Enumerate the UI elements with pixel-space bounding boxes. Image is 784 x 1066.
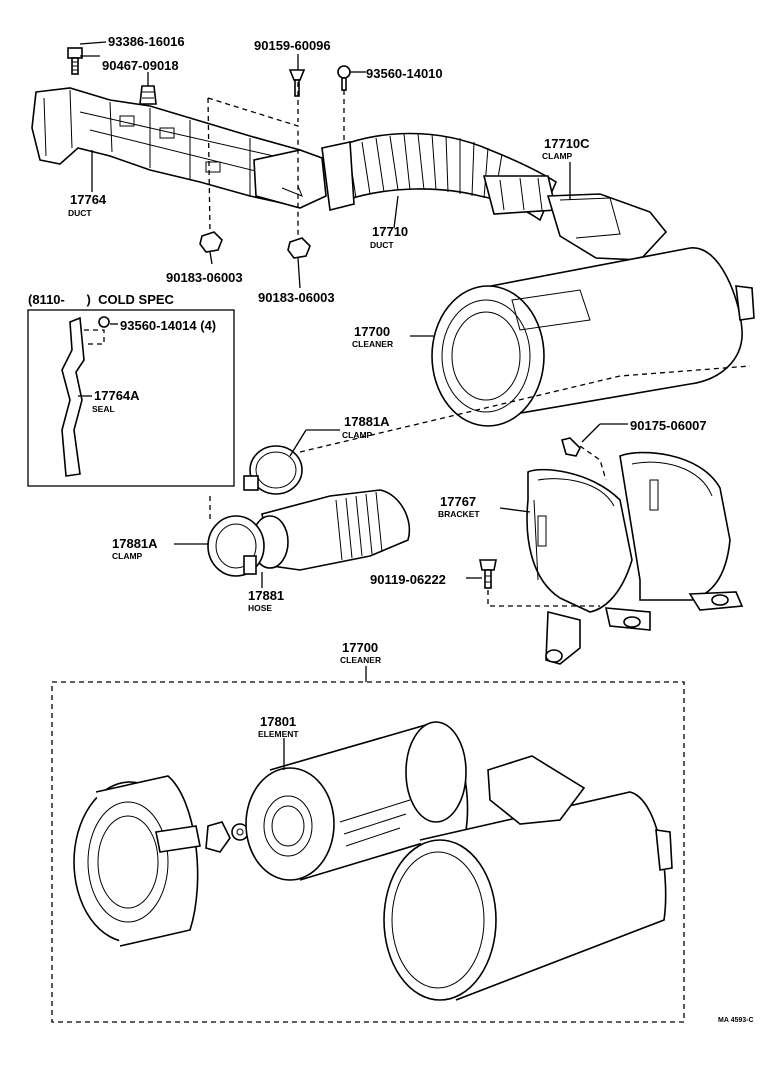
label-93386-16016: 93386-16016 [108, 34, 185, 49]
leaders-top [79, 41, 571, 337]
label-93560-14014: 93560-14014 (4) [120, 318, 216, 333]
clamp-17710c-drawing [546, 193, 668, 261]
leader-dash-g [579, 445, 607, 481]
label-17700: 17700 [354, 324, 390, 339]
label-17881-name: HOSE [248, 603, 272, 613]
duct-17764-drawing [31, 87, 327, 209]
element-17801-drawing [245, 721, 469, 881]
screw-93560-drawing [337, 65, 351, 91]
wing-nut-90175-drawing [561, 437, 581, 457]
label-93560-14010: 93560-14010 [366, 66, 443, 81]
bolt-90119-drawing [479, 559, 497, 589]
clamp-17881a-upper-drawing [243, 445, 303, 495]
label-17881a-upper-name: CLAMP [342, 430, 373, 440]
leader-dash-e [299, 365, 751, 453]
cleaner-17700-drawing [431, 247, 755, 427]
label-cold-spec: (8110- ) COLD SPEC [28, 292, 175, 307]
bolt-90467-drawing [139, 85, 157, 105]
label-90467-09018: 90467-09018 [102, 58, 179, 73]
leader-dash-b [207, 97, 299, 238]
label-90183-06003-a: 90183-06003 [166, 270, 243, 285]
cold-spec-box [27, 309, 235, 487]
wing-nut-lower-drawing [205, 821, 249, 853]
screw-90159-drawing [288, 69, 306, 97]
label-17764: 17764 [70, 192, 107, 207]
label-90159-60096: 90159-60096 [254, 38, 331, 53]
label-17801-name: ELEMENT [258, 729, 299, 739]
label-17764a-name: SEAL [92, 404, 115, 414]
label-17710: 17710 [372, 224, 408, 239]
label-17710c-name: CLAMP [542, 151, 573, 161]
leader-dash-a [207, 97, 211, 233]
label-17764-name: DUCT [68, 208, 92, 218]
label-17881a-lower: 17881A [112, 536, 158, 551]
label-17767-name: BRACKET [438, 509, 480, 519]
nut-90183-a-drawing [199, 231, 223, 253]
label-17767: 17767 [440, 494, 476, 509]
label-17710-name: DUCT [370, 240, 394, 250]
label-90119-06222: 90119-06222 [370, 572, 446, 587]
label-17700-name: CLEANER [352, 339, 393, 349]
label-17700-lower: 17700 [342, 640, 378, 655]
label-17881a-lower-name: CLAMP [112, 551, 143, 561]
seal-17764a-drawing [61, 316, 118, 477]
hose-17881-drawing [207, 489, 411, 577]
label-17881: 17881 [248, 588, 284, 603]
label-90175-06007: 90175-06007 [630, 418, 707, 433]
cleaner-cap-drawing [73, 775, 201, 947]
label-ref-code: MA 4593-C [718, 1017, 754, 1024]
bracket-17767-drawing [526, 451, 744, 665]
label-17881a-upper: 17881A [344, 414, 390, 429]
leaders-middle [174, 423, 628, 588]
label-17801: 17801 [260, 714, 296, 729]
label-17710c: 17710C [544, 136, 590, 151]
cleaner-exploded-box [51, 681, 685, 1023]
nut-90183-b-drawing [287, 237, 311, 259]
bolt-93386-drawing [67, 47, 83, 75]
leader-dash-h [487, 590, 600, 607]
label-17764a: 17764A [94, 388, 140, 403]
label-90183-06003-b: 90183-06003 [258, 290, 335, 305]
cleaner-body-lower-drawing [383, 755, 673, 1001]
duct-17710-drawing [321, 132, 558, 222]
label-17700-lower-name: CLEANER [340, 655, 381, 665]
